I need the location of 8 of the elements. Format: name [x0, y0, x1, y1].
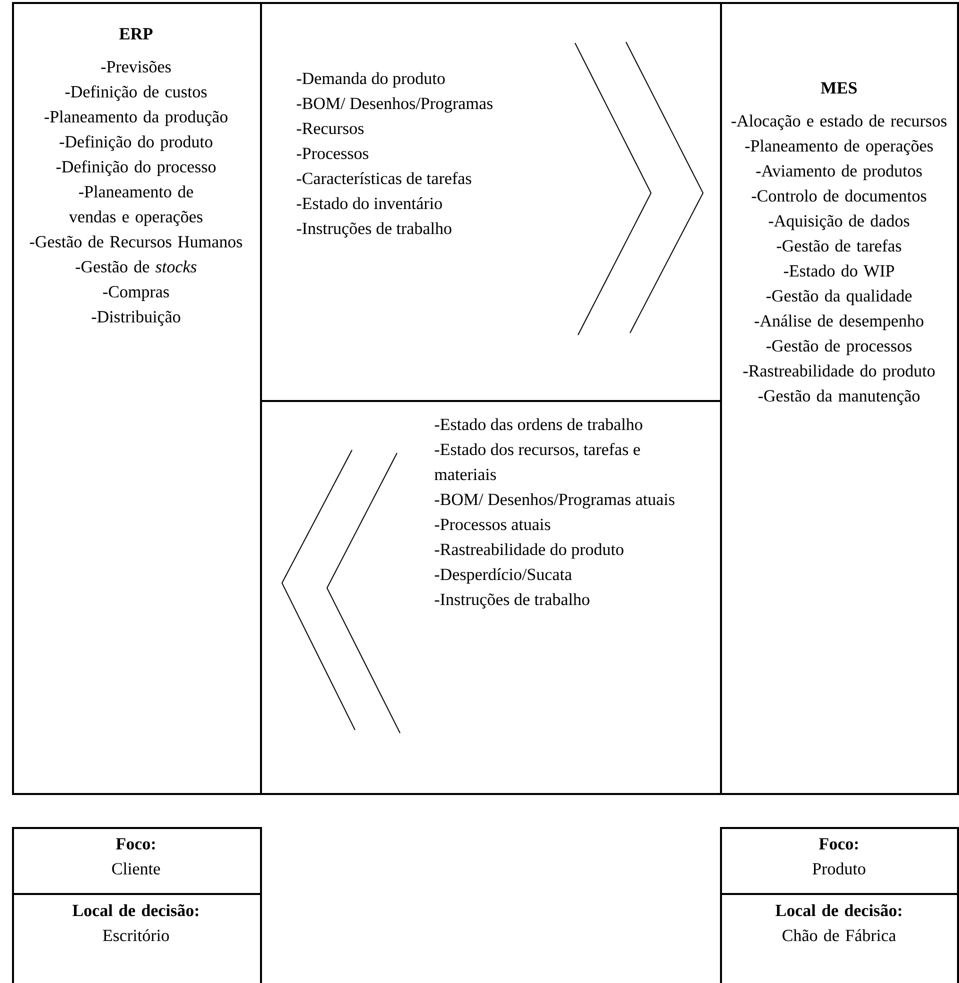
erp-column: ERP -Previsões -Definição de custos -Planeamento da produção -Definição do produto -Definição do processo -Planeamento de vendas e operações -Gestão de Recursos Humanos -Gestão de stocks -Compras -Distribuição — [12, 2, 262, 795]
info-box: -Estado das ordens de trabalho -Estado dos recursos, tarefas e materiais -BOM/ Desenhos/Programas atuais -Processos atuais -Rastreabilidade do produto -Desperdício/Sucata -Instruções de trabalho — [260, 400, 722, 795]
mes-column: MES -Alocação e estado de recursos -Planeamento de operações -Aviamento de produtos -Controlo de documentos -Aquisição de dados -Gestão de tarefas -Estado do WIP -Gestão da qualidade -Análise de desempenho -Gestão de processos -Rastreabilidade do produto -Gestão da manutenção — [720, 2, 959, 795]
focus-box: Foco: Cliente — [12, 827, 262, 895]
decision-box: Local de decisão: Chão de Fábrica — [720, 893, 959, 983]
info-box: -Demanda do produto -BOM/ Desenhos/Programas -Recursos -Processos -Características de tarefas -Estado do inventário -Instruções de trabalho — [260, 2, 722, 402]
focus-box: Foco: Produto — [720, 827, 959, 895]
decision-box: Local de decisão: Escritório — [12, 893, 262, 983]
